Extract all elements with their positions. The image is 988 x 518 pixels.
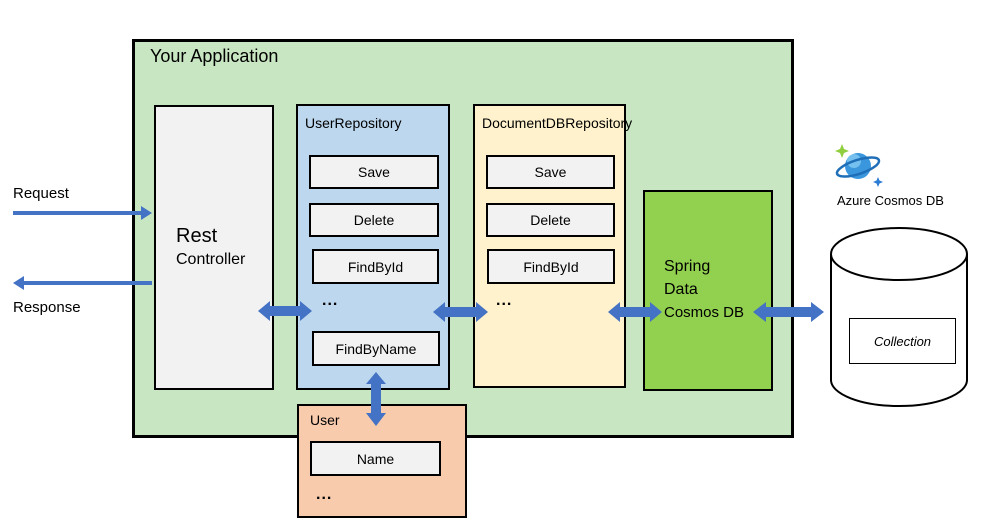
userrepo-to-docrepo-arrow bbox=[433, 302, 488, 322]
user-name-field: Name bbox=[310, 441, 441, 476]
collection-box: Collection bbox=[849, 318, 956, 364]
user-repository-title: UserRepository bbox=[305, 115, 402, 131]
cosmos-db-cylinder bbox=[830, 227, 968, 407]
doc-repo-delete-method: Delete bbox=[486, 203, 615, 237]
documentdb-repository-title: DocumentDBRepository bbox=[482, 115, 633, 131]
doc-repo-findbyid-method: FindById bbox=[487, 249, 615, 284]
rest-controller-subtitle: Controller bbox=[176, 251, 246, 268]
spring-to-cosmos-arrow bbox=[753, 302, 824, 322]
spring-data-cosmos-box: Spring Data Cosmos DB bbox=[643, 190, 773, 391]
request-arrow bbox=[13, 206, 152, 220]
rest-to-userrepo-arrow bbox=[258, 301, 312, 321]
cosmos-db-icon bbox=[835, 144, 883, 187]
user-entity-box: User Name ... bbox=[297, 404, 467, 518]
documentdb-repository-box: DocumentDBRepository Save Delete FindByI… bbox=[473, 104, 632, 388]
user-repo-findbyid-method: FindById bbox=[312, 249, 439, 284]
spring-data-line3: Cosmos DB bbox=[664, 304, 745, 321]
application-title: Your Application bbox=[150, 46, 279, 66]
rest-controller-box: Rest Controller bbox=[154, 105, 274, 390]
user-more-fields: ... bbox=[316, 486, 333, 503]
response-arrow bbox=[13, 276, 152, 290]
user-repo-more-methods: ... bbox=[322, 292, 339, 309]
docrepo-to-spring-arrow bbox=[608, 302, 662, 322]
user-repo-delete-method: Delete bbox=[309, 203, 439, 237]
user-repo-findbyname-method: FindByName bbox=[312, 331, 440, 366]
doc-repo-more-methods: ... bbox=[496, 292, 513, 309]
userrepo-to-user-arrow bbox=[366, 372, 386, 426]
user-entity-title: User bbox=[310, 412, 340, 428]
spring-data-line1: Spring bbox=[664, 258, 711, 275]
response-label: Response bbox=[13, 299, 81, 316]
cosmos-db-label: Azure Cosmos DB bbox=[837, 193, 944, 208]
rest-controller-title: Rest bbox=[176, 225, 218, 247]
spring-data-line2: Data bbox=[664, 281, 698, 298]
doc-repo-save-method: Save bbox=[486, 155, 615, 189]
user-repo-save-method: Save bbox=[309, 155, 439, 189]
request-label: Request bbox=[13, 185, 69, 202]
